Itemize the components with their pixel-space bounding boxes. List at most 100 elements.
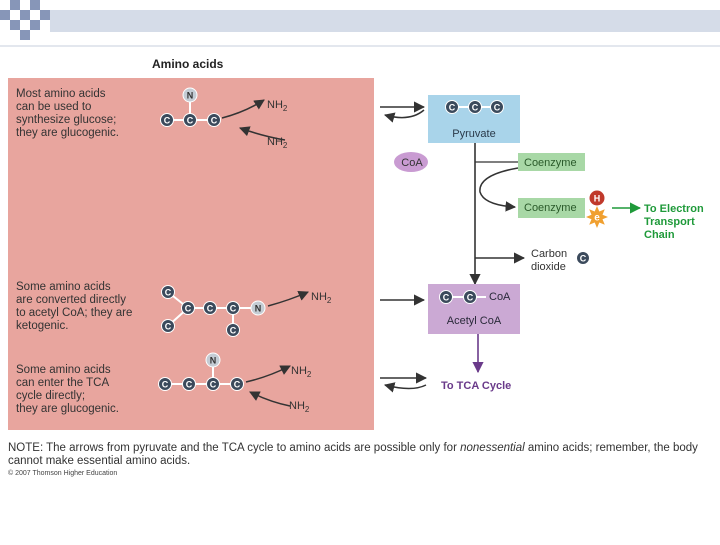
carbon-atom	[230, 377, 244, 391]
text-line: Carbon	[531, 248, 568, 260]
nitrogen-atom	[205, 352, 221, 368]
subscript: 2	[327, 296, 332, 305]
text-line: they are glucogenic.	[16, 403, 119, 415]
text-line: to acetyl CoA; they are	[16, 307, 133, 319]
carbon-atom	[206, 377, 220, 391]
carbon-atom	[439, 290, 453, 304]
arrow-amination-2	[249, 391, 291, 407]
carbon-atom	[160, 113, 174, 127]
carbon-atom	[158, 377, 172, 391]
carbon-atom-label: C	[207, 303, 214, 313]
arrow-pyruvate-back-to-amino-acids	[383, 109, 425, 123]
to-electron-transport-chain-label: To Electron Transport Chain	[644, 203, 704, 242]
arrow-coenzyme-reduced	[479, 167, 519, 212]
text-line: Transport	[644, 216, 695, 228]
text-line: can enter the TCA	[16, 377, 110, 389]
header-square	[20, 30, 30, 40]
coenzyme-label-2: Coenzyme	[524, 202, 577, 214]
amine-group-label: NH2	[267, 99, 288, 113]
footnote: NOTE: The arrows from pyruvate and the T…	[8, 442, 716, 468]
electron-label: e	[594, 213, 600, 224]
carbon-atom-label: C	[234, 379, 241, 389]
carbon-atom	[463, 290, 477, 304]
amine-group-label: NH2	[311, 291, 332, 305]
arrow-amination-1	[239, 126, 286, 141]
carbon-atom	[490, 100, 504, 114]
glucogenic-group-2-text: Some amino acids can enter the TCA cycle…	[16, 364, 119, 416]
header-square	[10, 20, 20, 30]
nitrogen-atom-label: N	[187, 90, 194, 100]
carbon-atom-label: C	[210, 379, 217, 389]
carbon-atom	[576, 251, 590, 265]
footnote-emphasis: nonessential	[460, 442, 525, 454]
carbon-atom	[203, 301, 217, 315]
carbon-atom-label: C	[165, 287, 172, 297]
text-line: cycle directly;	[16, 390, 86, 402]
carbon-atom-label: C	[230, 303, 237, 313]
carbon-atom-label: C	[186, 379, 193, 389]
copyright-credit: © 2007 Thomson Higher Education	[8, 470, 118, 477]
carbon-atom	[161, 319, 175, 333]
header-square	[10, 0, 20, 10]
arrow-deamination-1	[221, 99, 265, 119]
pyruvate-label: Pyruvate	[452, 128, 496, 140]
carbon-atom	[226, 301, 240, 315]
hydrogen-atom-label: H	[594, 194, 601, 204]
carbon-atom	[207, 113, 221, 127]
subscript: 2	[283, 141, 288, 150]
coenzyme-box-2	[518, 198, 585, 218]
carbon-atom	[161, 285, 175, 299]
amine-group-label: NH2	[267, 136, 288, 150]
text-line: ketogenic.	[16, 320, 69, 332]
carbon-atom-label: C	[165, 321, 172, 331]
carbon-atom	[181, 301, 195, 315]
carbon-atom-label: C	[164, 115, 171, 125]
carbon-atom-label: C	[211, 115, 218, 125]
arrow-deamination-ketogenic	[267, 291, 309, 307]
amine-group-label: NH2	[291, 365, 312, 379]
text-line: Most amino acids	[16, 88, 106, 100]
coa-label: CoA	[401, 157, 423, 169]
footnote-text: NOTE: The arrows from pyruvate and the T…	[8, 442, 461, 454]
nitrogen-atom	[182, 87, 198, 103]
header-square	[30, 20, 40, 30]
acetyl-coa-coa-label: CoA	[489, 291, 511, 303]
header-square	[40, 10, 50, 20]
carbon-atom-label: C	[162, 379, 169, 389]
carbon-atom	[226, 323, 240, 337]
carbon-atom-label: C	[472, 102, 479, 112]
nitrogen-atom-label: N	[210, 355, 217, 365]
text-line: To Electron	[644, 203, 704, 215]
text-line: are converted directly	[16, 294, 126, 306]
coenzyme-box-1	[518, 153, 585, 171]
text-line: can be used to	[16, 101, 92, 113]
carbon-atom	[468, 100, 482, 114]
header-square	[30, 0, 40, 10]
hydrogen-atom	[589, 190, 605, 206]
carbon-atom-label: C	[494, 102, 501, 112]
coenzyme-label-1: Coenzyme	[524, 157, 577, 169]
text-line: they are glucogenic.	[16, 127, 119, 139]
carbon-atom-label: C	[467, 292, 474, 302]
carbon-atom-label: C	[443, 292, 450, 302]
carbon-atom-label: C	[230, 325, 237, 335]
subscript: 2	[283, 104, 288, 113]
subscript: 2	[307, 370, 312, 379]
text-line: Some amino acids	[16, 281, 111, 293]
header-square	[0, 10, 10, 20]
text-line: synthesize glucose;	[16, 114, 117, 126]
footnote-text: amino acids; remember, the body cannot m…	[8, 442, 698, 467]
diagram-title: Amino acids	[152, 57, 224, 71]
carbon-atom-label: C	[185, 303, 192, 313]
carbon-atom	[182, 377, 196, 391]
text-line: Some amino acids	[16, 364, 111, 376]
carbon-atom-label: C	[449, 102, 456, 112]
ketogenic-group-text: Some amino acids are converted directly …	[16, 281, 132, 333]
carbon-atom-label: C	[187, 115, 194, 125]
to-tca-cycle-label: To TCA Cycle	[441, 380, 512, 392]
acetyl-coa-label: Acetyl CoA	[446, 315, 502, 327]
header-square	[20, 10, 30, 20]
text-line: dioxide	[531, 261, 566, 273]
